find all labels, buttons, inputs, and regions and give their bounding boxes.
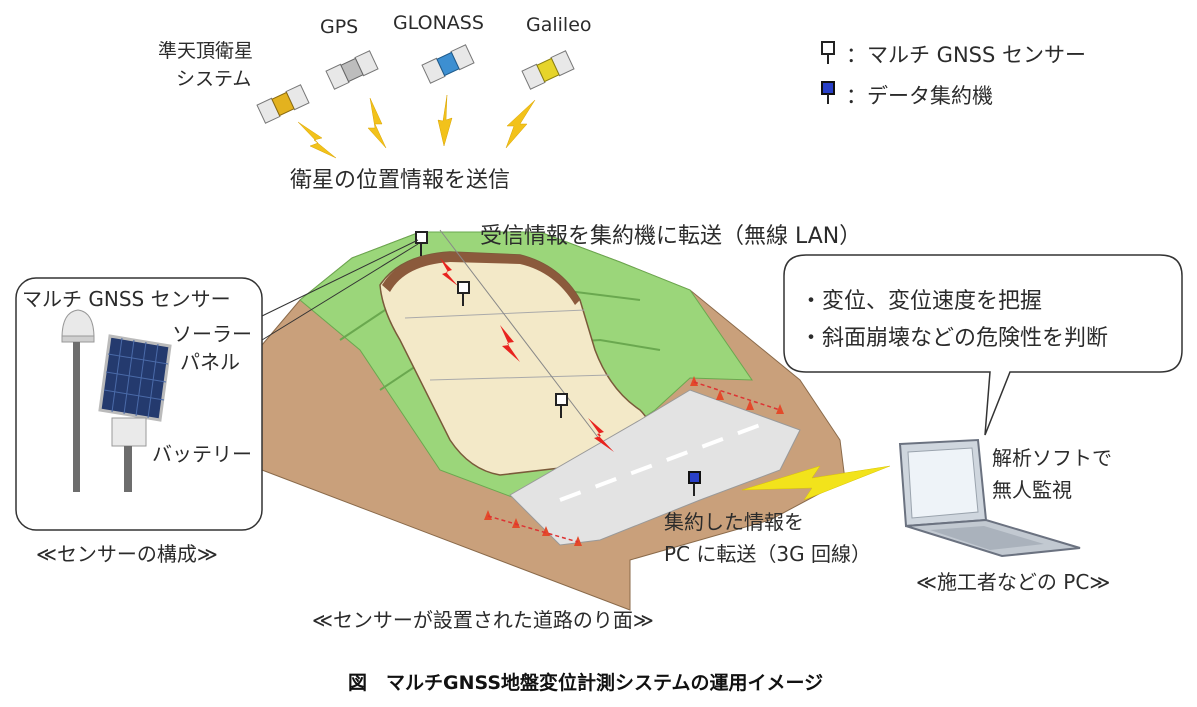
aggregator-legend-icon bbox=[821, 81, 835, 104]
galileo-satellite-icon bbox=[521, 50, 575, 90]
solar-label-line2: パネル bbox=[180, 350, 240, 374]
glonass-label: GLONASS bbox=[393, 12, 484, 34]
traffic-cone-icon bbox=[716, 390, 724, 400]
transmission-bolt-icon bbox=[741, 465, 891, 501]
solar-panel-icon bbox=[98, 334, 172, 422]
battery-icon bbox=[111, 417, 147, 492]
sensor-marker-icon bbox=[555, 393, 568, 418]
analysis-bubble bbox=[783, 254, 1183, 436]
wireless-label: 受信情報を集約機に転送（無線 LAN） bbox=[480, 224, 862, 249]
legend-aggregator: ：データ集約機 bbox=[846, 84, 993, 108]
qzss-label-line2: システム bbox=[176, 68, 252, 90]
glonass-satellite-icon bbox=[421, 44, 475, 84]
signal-bolt-icon bbox=[437, 94, 453, 147]
slip-bolt-icon bbox=[440, 258, 458, 286]
slip-bolt-icon bbox=[500, 325, 520, 362]
software-label-line1: 解析ソフトで bbox=[992, 446, 1112, 470]
sensor-marker-icon bbox=[457, 281, 470, 306]
laptop-icon bbox=[898, 438, 1081, 558]
traffic-cone-icon bbox=[746, 400, 754, 410]
analysis-line1: ・変位、変位速度を把握 bbox=[800, 289, 1043, 314]
solar-label-line1: ソーラー bbox=[172, 322, 252, 346]
traffic-cone-icon bbox=[690, 376, 698, 386]
sensor-legend-icon bbox=[821, 41, 835, 64]
galileo-label: Galileo bbox=[526, 14, 592, 36]
figure-caption: 図 マルチGNSS地盤変位計測システムの運用イメージ bbox=[348, 672, 824, 694]
software-label-line2: 無人監視 bbox=[992, 478, 1072, 502]
gnss-antenna-icon bbox=[61, 309, 95, 492]
sensor-marker-icon bbox=[415, 231, 428, 256]
qzss-satellite-icon bbox=[256, 84, 310, 124]
sensor-box-caption: ≪センサーの構成≫ bbox=[36, 542, 218, 566]
signal-bolt-icon bbox=[505, 99, 536, 149]
signal-bolt-icon bbox=[367, 97, 387, 149]
transfer-label-line1: 集約した情報を bbox=[664, 510, 804, 534]
analysis-line2: ・斜面崩壊などの危険性を判断 bbox=[800, 326, 1109, 351]
traffic-cone-icon bbox=[574, 536, 582, 546]
transmit-label: 衛星の位置情報を送信 bbox=[290, 168, 511, 193]
qzss-label-line1: 準天頂衛星 bbox=[158, 40, 254, 62]
gps-satellite-icon bbox=[325, 50, 379, 90]
sensor-box-title: マルチ GNSS センサー bbox=[22, 287, 231, 311]
gps-label: GPS bbox=[320, 16, 359, 38]
road bbox=[509, 389, 801, 546]
traffic-cone-icon bbox=[776, 404, 784, 414]
traffic-cone-icon bbox=[542, 526, 550, 536]
signal-bolt-icon bbox=[297, 121, 337, 159]
traffic-cone-icon bbox=[484, 510, 492, 520]
transfer-label-line2: PC に転送（3G 回線） bbox=[664, 542, 871, 566]
legend-sensor: ：マルチ GNSS センサー bbox=[846, 43, 1086, 67]
slip-bolt-icon bbox=[588, 418, 614, 452]
slope-caption: ≪センサーが設置された道路のり面≫ bbox=[312, 608, 654, 632]
pc-caption: ≪施工者などの PC≫ bbox=[916, 570, 1111, 594]
battery-label: バッテリー bbox=[152, 442, 252, 466]
traffic-cone-icon bbox=[512, 518, 520, 528]
aggregator-marker-icon bbox=[688, 471, 701, 496]
